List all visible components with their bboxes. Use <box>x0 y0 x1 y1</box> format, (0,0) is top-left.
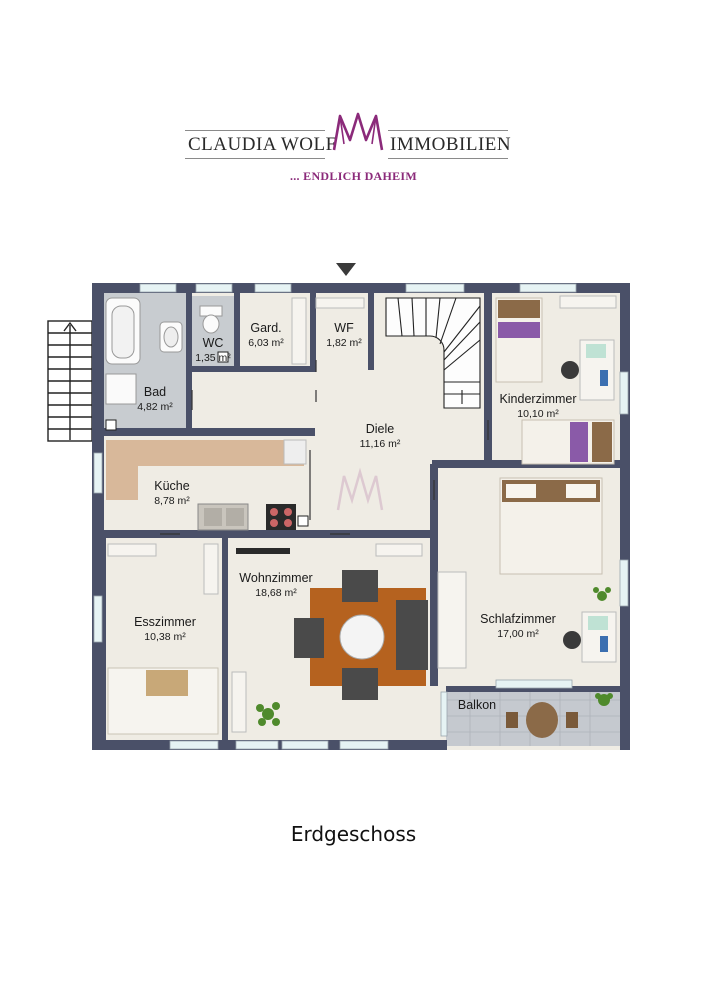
shelf-wf <box>315 297 365 309</box>
room-name-schlafzimmer: Schlafzimmer <box>480 612 556 626</box>
exterior-stairs <box>47 320 93 442</box>
room-name-bad: Bad <box>144 385 166 399</box>
room-name-kueche: Küche <box>154 479 189 493</box>
bookshelf <box>375 543 423 557</box>
sofa-esszimmer <box>107 667 219 735</box>
logo-rule-bottom-right <box>388 158 508 159</box>
sideboard <box>107 543 157 557</box>
kitchen-counter <box>106 439 307 500</box>
room-name-wohnzimmer: Wohnzimmer <box>239 571 312 585</box>
room-area-kueche: 8,78 m² <box>154 495 190 507</box>
double-bed <box>499 477 603 575</box>
room-name-kinderzimmer: Kinderzimmer <box>499 392 576 406</box>
plant-schlafzimmer-icon <box>593 587 611 601</box>
logo-tagline: ... ENDLICH DAHEIM <box>289 169 418 183</box>
kitchen-stove <box>266 504 296 530</box>
room-area-gard: 6,03 m² <box>248 337 284 349</box>
dining-chairs <box>294 570 428 700</box>
room-area-wohnzimmer: 18,68 m² <box>255 587 297 599</box>
kids-desk-mat <box>586 344 606 358</box>
room-area-bad: 4,82 m² <box>137 401 173 413</box>
dining-table <box>339 614 385 660</box>
vent-kueche <box>297 515 309 527</box>
bathtub <box>105 297 141 365</box>
room-area-schlafzimmer: 17,00 m² <box>497 628 539 640</box>
room-name-gard: Gard. <box>250 321 281 335</box>
windows <box>93 283 629 750</box>
company-logo: CLAUDIA WOLF IMMOBILIEN ... ENDLICH DAHE… <box>0 0 707 200</box>
balcony-table <box>526 702 558 738</box>
room-area-kinderzimmer: 10,10 m² <box>517 408 559 420</box>
room-area-esszimmer: 10,38 m² <box>144 631 186 643</box>
vent-bad <box>105 419 117 431</box>
kitchen-sink-left <box>204 508 222 526</box>
room-name-diele: Diele <box>366 422 395 436</box>
kids-shelf <box>559 295 617 309</box>
plant-balkon-icon <box>595 693 613 706</box>
logo-rule-top-left <box>185 130 325 131</box>
vent-wc <box>217 351 229 363</box>
logo-rule-top-right <box>388 130 508 131</box>
room-name-esszimmer: Esszimmer <box>134 615 196 629</box>
tv-unit <box>236 548 290 554</box>
room-area-wc: 1,35 m² <box>195 352 231 364</box>
toilet <box>199 305 223 334</box>
kids-bed-top <box>495 297 543 383</box>
wardrobe-gard <box>291 297 307 365</box>
room-name-wc: WC <box>203 336 224 350</box>
plant-wohnzimmer-icon <box>256 702 280 726</box>
bedroom-desk-monitor <box>600 636 608 652</box>
balcony-chairs <box>506 712 578 728</box>
logo-left-text: CLAUDIA WOLF <box>188 134 337 155</box>
bedroom-chair <box>563 631 581 649</box>
cabinet-esszimmer <box>203 543 219 595</box>
kitchen-sink-right <box>226 508 244 526</box>
shower-tray <box>105 373 137 405</box>
bedroom-desk-mat <box>588 616 608 630</box>
logo-rule-bottom-left <box>185 158 325 159</box>
room-name-balkon: Balkon <box>458 698 496 712</box>
logo-watermark <box>336 467 384 511</box>
kids-desk-monitor <box>600 370 608 386</box>
interior-staircase <box>385 297 481 409</box>
floor-caption: Erdgeschoss <box>290 822 417 846</box>
logo-right-text: IMMOBILIEN <box>390 134 512 155</box>
kids-chair <box>561 361 579 379</box>
entrance-arrow-icon <box>336 263 356 276</box>
room-name-wf: WF <box>334 321 354 335</box>
wardrobe-schlafzimmer <box>437 571 467 669</box>
kids-bed-bottom <box>521 419 615 465</box>
room-area-diele: 11,16 m² <box>360 438 401 450</box>
room-labels: Bad 4,82 m² WC 1,35 m² Gard. 6,03 m² WF … <box>134 321 576 712</box>
bathroom-sink <box>159 321 183 353</box>
room-area-wf: 1,82 m² <box>326 337 362 349</box>
crown-icon <box>332 112 384 151</box>
cabinet-wohnzimmer <box>231 671 247 733</box>
